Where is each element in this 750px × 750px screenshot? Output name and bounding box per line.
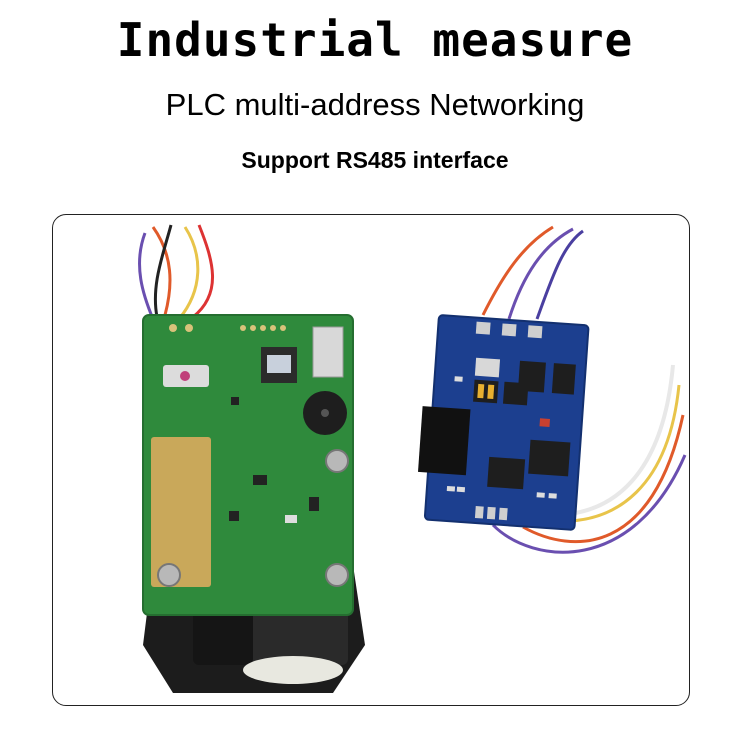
product-photo [138, 224, 687, 693]
laser-rangefinder-module-icon [138, 224, 365, 693]
page-title: Industrial measure [116, 13, 634, 67]
feature-tagline: Support RS485 interface [241, 147, 509, 173]
page-subtitle: PLC multi-address Networking [165, 87, 585, 122]
rs485-converter-board-icon [418, 225, 687, 554]
product-photo-frame [52, 214, 690, 706]
